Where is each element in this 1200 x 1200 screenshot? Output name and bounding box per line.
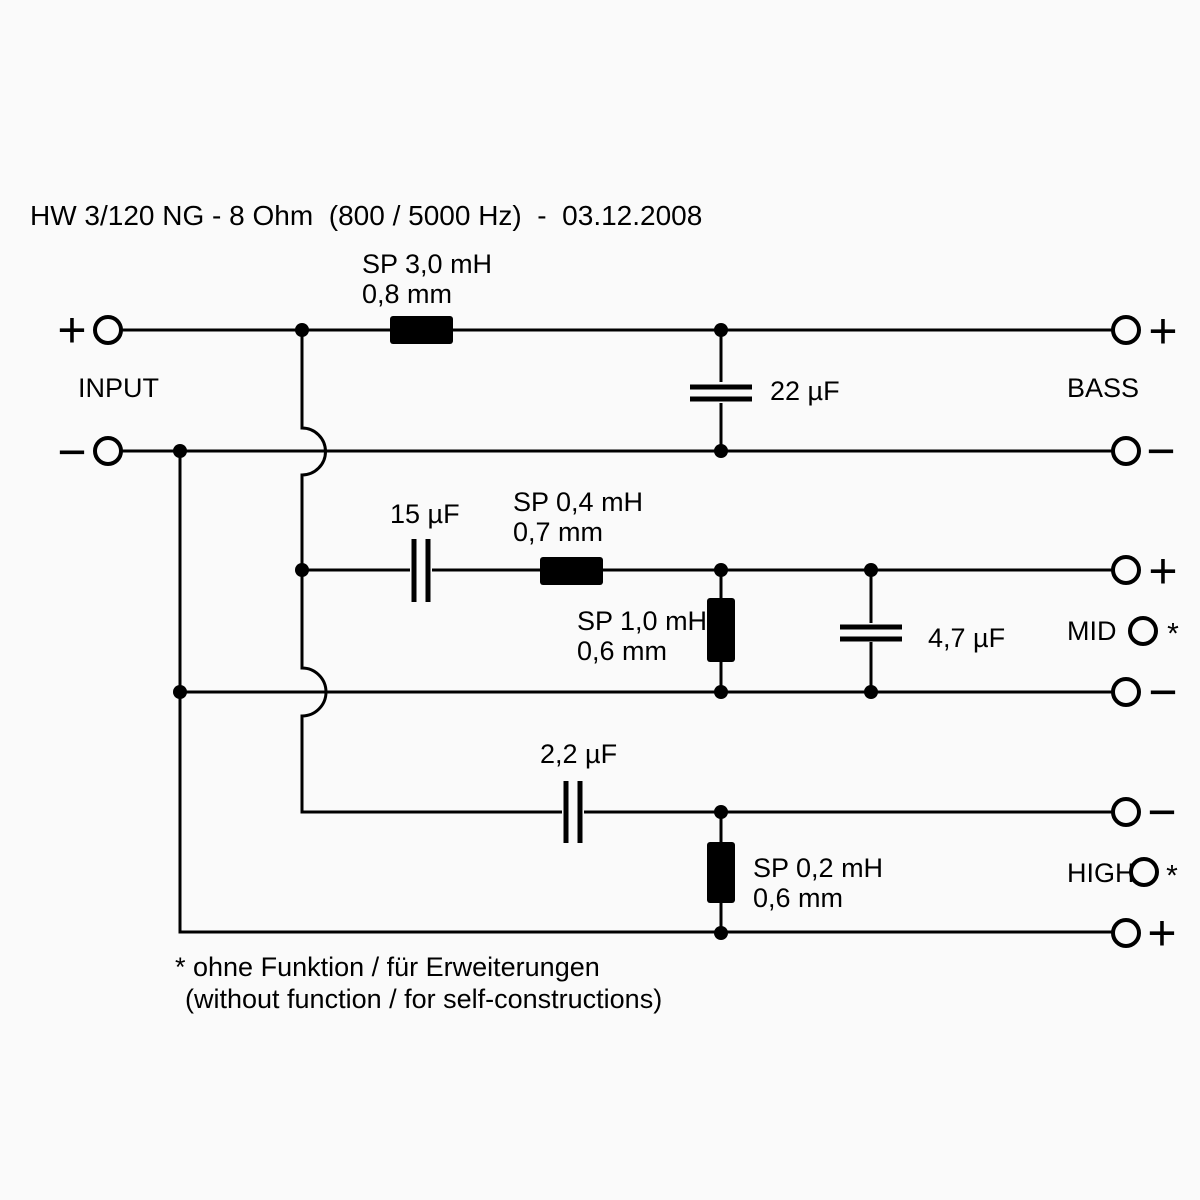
inductor-mid-shunt-icon	[707, 598, 735, 662]
input-minus-sign: −	[57, 424, 86, 480]
mid-shunt-coil-wire-label: 0,6 mm	[577, 636, 667, 666]
terminal-high-spare	[1129, 857, 1159, 887]
terminal-bass-minus	[1111, 436, 1141, 466]
footnote-line1: * ohne Funktion / für Erweiterungen	[175, 952, 600, 982]
input-label: INPUT	[78, 373, 159, 403]
mid-spare-asterisk: *	[1167, 618, 1179, 651]
junction-dot	[714, 444, 728, 458]
terminal-mid-spare	[1128, 616, 1158, 646]
high-series-cap-label: 2,2 µF	[540, 739, 617, 769]
junction-dot	[714, 805, 728, 819]
high-spare-asterisk: *	[1166, 860, 1178, 893]
high-plus-sign: +	[1147, 905, 1176, 961]
schematic-title: HW 3/120 NG - 8 Ohm (800 / 5000 Hz) - 03…	[30, 200, 702, 231]
junction-dot	[714, 685, 728, 699]
junction-dot	[714, 926, 728, 940]
mid-label: MID	[1067, 616, 1117, 646]
junction-dot	[295, 563, 309, 577]
terminal-mid-minus	[1111, 677, 1141, 707]
junction-dot	[864, 685, 878, 699]
bass-label: BASS	[1067, 373, 1139, 403]
terminal-mid-plus	[1111, 555, 1141, 585]
inductor-mid-series-icon	[540, 557, 603, 585]
high-label: HIGH	[1067, 858, 1135, 888]
input-plus-sign: +	[57, 302, 86, 358]
high-minus-sign: −	[1147, 784, 1176, 840]
mid-shunt-cap-label: 4,7 µF	[928, 623, 1005, 653]
inductor-bass-series-icon	[390, 316, 453, 344]
inductor-high-shunt-icon	[707, 842, 735, 903]
junction-dot	[295, 323, 309, 337]
wire-minus-feed-vertical-to-high-plus	[178, 451, 1113, 934]
mid-plus-sign: +	[1148, 543, 1177, 599]
terminal-input-minus	[93, 436, 123, 466]
capacitor-high-series-icon	[563, 781, 583, 843]
bass-minus-sign: −	[1146, 423, 1175, 479]
junction-dot	[173, 444, 187, 458]
capacitor-mid-series-icon	[411, 539, 431, 602]
footnote-line2: (without function / for self-constructio…	[185, 984, 662, 1014]
capacitor-bass-shunt-icon	[690, 384, 752, 402]
terminal-bass-plus	[1111, 315, 1141, 345]
mid-shunt-coil-name-label: SP 1,0 mH	[577, 606, 707, 636]
capacitor-mid-shunt-icon	[840, 624, 902, 642]
wire-plus-feed-vertical-with-hops	[300, 330, 562, 814]
terminal-high-minus	[1111, 797, 1141, 827]
bass-plus-sign: +	[1148, 303, 1177, 359]
bass-series-coil-wire-label: 0,8 mm	[362, 279, 452, 309]
terminal-input-plus	[93, 315, 123, 345]
junction-dot	[714, 563, 728, 577]
high-shunt-coil-name-label: SP 0,2 mH	[753, 853, 883, 883]
mid-series-coil-wire-label: 0,7 mm	[513, 517, 603, 547]
terminal-high-plus	[1111, 918, 1141, 948]
junction-dot	[714, 323, 728, 337]
mid-minus-sign: −	[1148, 664, 1177, 720]
bass-shunt-cap-label: 22 µF	[770, 376, 840, 406]
junction-dot	[864, 563, 878, 577]
mid-series-coil-name-label: SP 0,4 mH	[513, 487, 643, 517]
high-shunt-coil-wire-label: 0,6 mm	[753, 883, 843, 913]
bass-series-coil-name-label: SP 3,0 mH	[362, 249, 492, 279]
mid-series-cap-label: 15 µF	[390, 499, 460, 529]
junction-dot	[173, 685, 187, 699]
